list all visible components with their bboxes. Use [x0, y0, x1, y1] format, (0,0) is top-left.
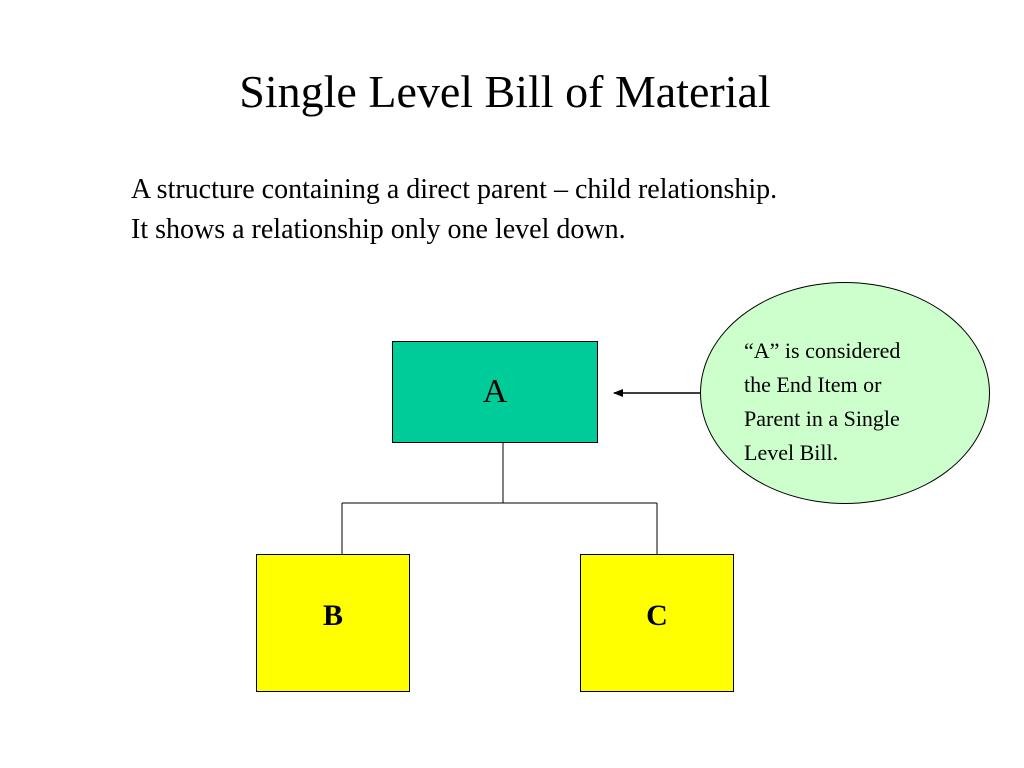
callout-line-1: “A” is considered — [744, 338, 901, 363]
callout-text: “A” is considered the End Item or Parent… — [744, 334, 900, 470]
node-b-label: B — [322, 599, 343, 632]
description: A structure containing a direct parent –… — [131, 170, 777, 250]
slide-title: Single Level Bill of Material — [239, 66, 771, 117]
description-line-2: It shows a relationship only one level d… — [131, 214, 626, 245]
callout-ellipse — [700, 282, 990, 504]
node-c: C — [580, 554, 734, 692]
callout-line-3: Parent in a Single — [744, 406, 900, 431]
callout-line-2: the End Item or — [744, 372, 882, 397]
callout-line-4: Level Bill. — [744, 440, 839, 465]
description-line-1: A structure containing a direct parent –… — [131, 174, 778, 205]
node-b: B — [256, 554, 410, 692]
node-a-label: A — [482, 373, 508, 410]
node-c-label: C — [646, 599, 668, 632]
node-a: A — [392, 341, 598, 443]
